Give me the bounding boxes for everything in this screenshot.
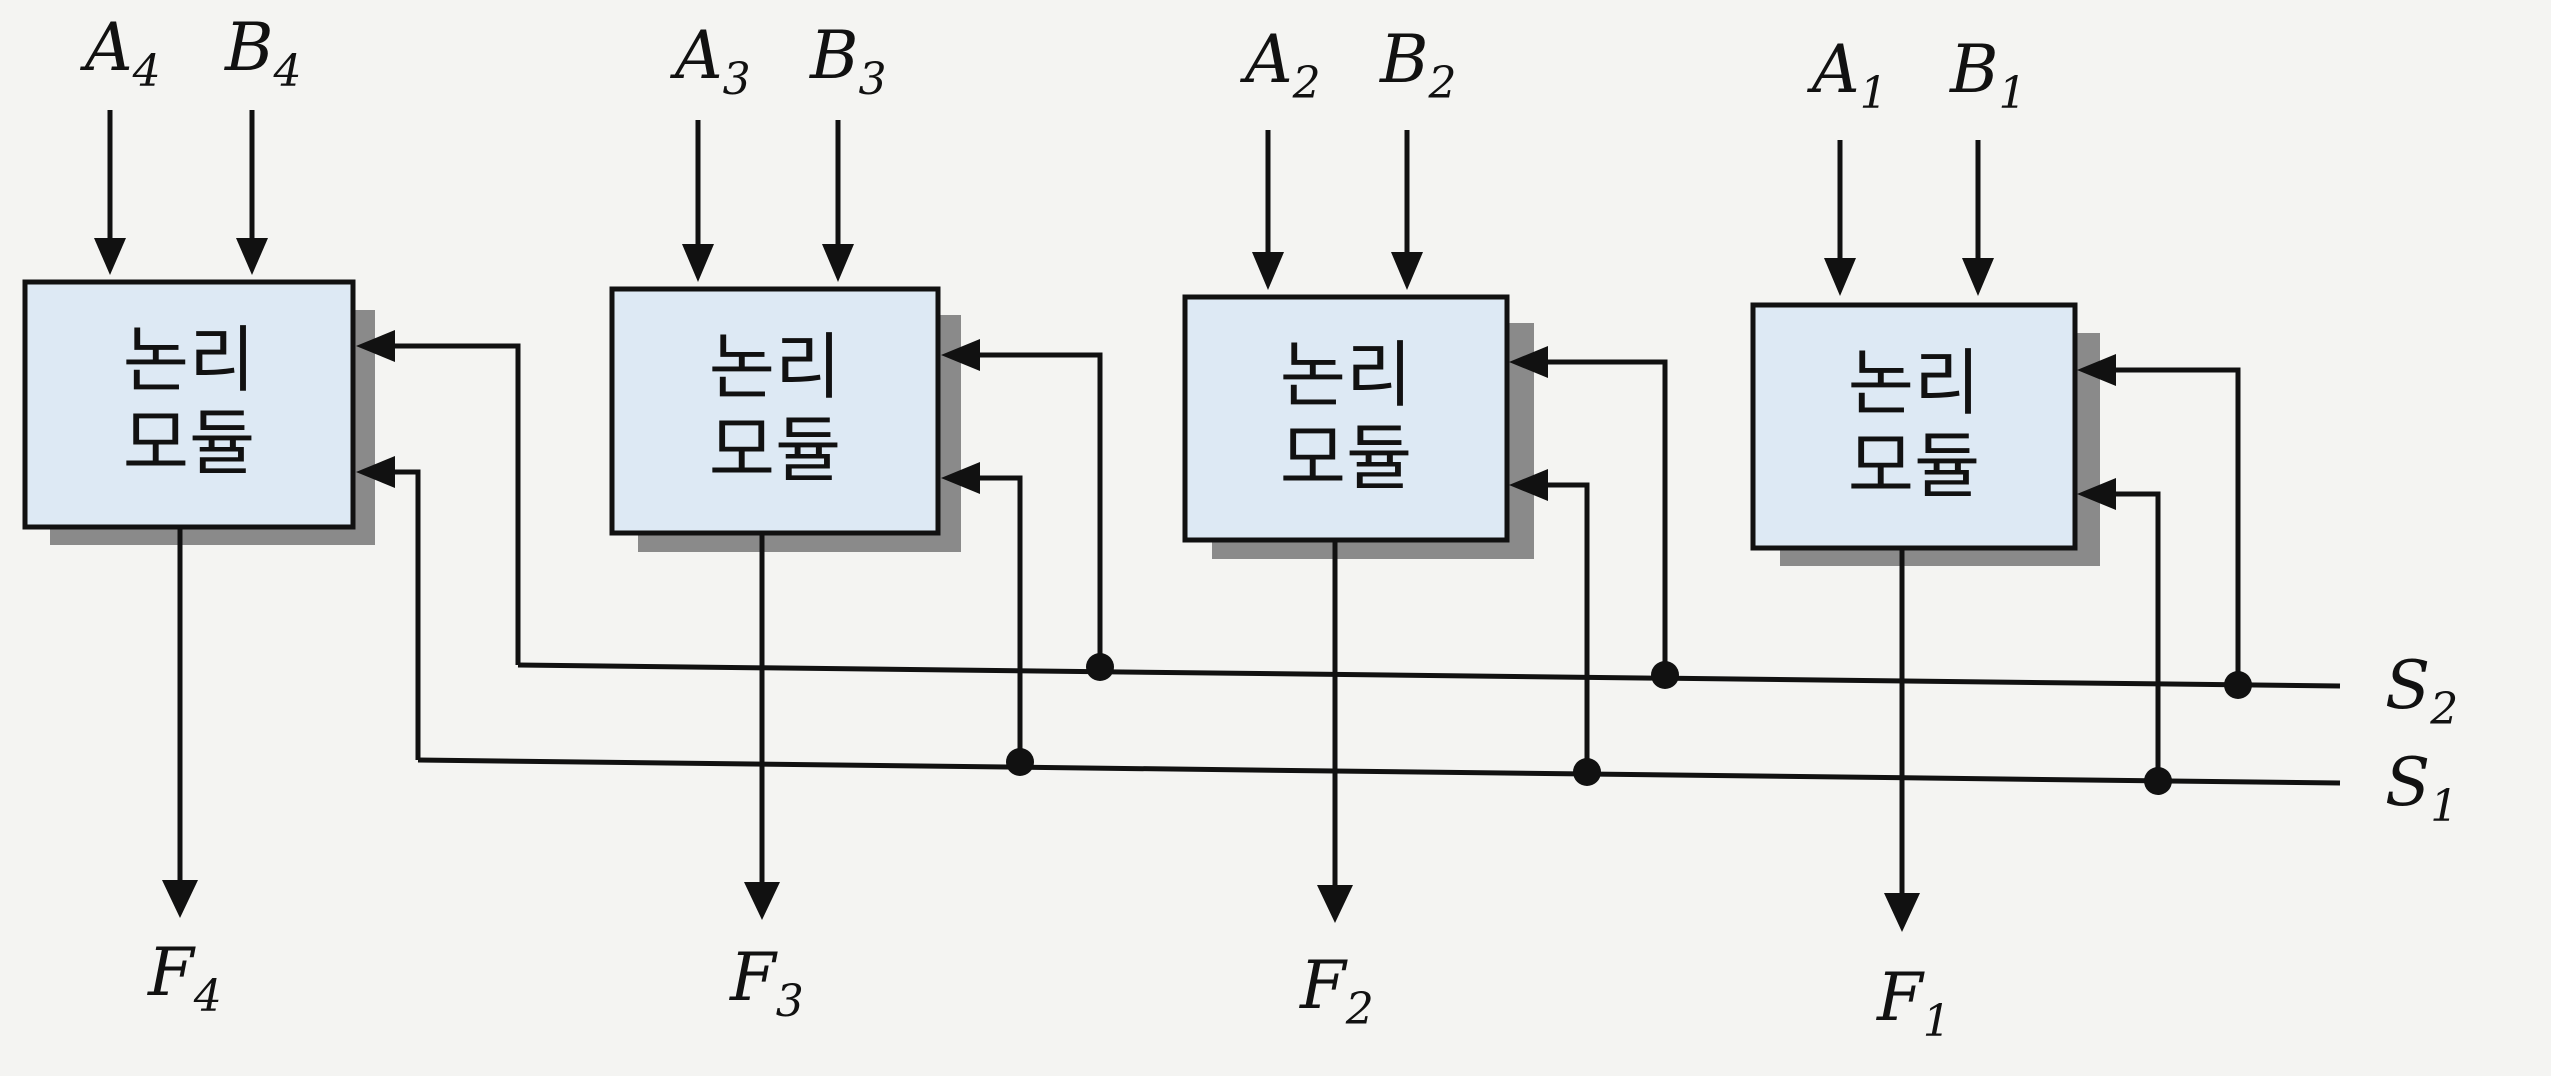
logic-module-4-label-line1: 논리 <box>123 318 255 402</box>
output-f2-arrow <box>1317 885 1353 923</box>
logic-module-4-box <box>22 279 356 530</box>
s2-feed-module-4 <box>395 343 521 665</box>
logic-module-2-label-line2: 모듈 <box>1280 416 1412 500</box>
input-a1-label: A1 <box>1806 31 1888 119</box>
input-b1-arrow <box>1962 258 1994 296</box>
select-bus-s1: S1 <box>356 456 2458 832</box>
s1-feed-module-2 <box>1548 482 1590 772</box>
output-f4-label: F4 <box>147 934 222 1022</box>
logic-module-1-label-line1: 논리 <box>1848 341 1980 425</box>
logic-module-1: A1 B1 논리 모듈 F1 <box>1750 31 2100 1047</box>
s2-arrow-module-3 <box>941 339 980 371</box>
s2-arrow-module-4 <box>356 330 395 362</box>
select-bus-s2: S2 <box>356 330 2458 735</box>
input-a2-arrow <box>1252 252 1284 290</box>
logic-module-3: A3 B3 논리 모듈 F3 <box>609 17 961 1027</box>
output-f2-label: F2 <box>1299 947 1374 1035</box>
s1-bus-wire <box>417 757 2341 786</box>
logic-module-1-box <box>1750 302 2078 551</box>
input-a2-label: A2 <box>1239 21 1321 109</box>
s2-junction-module-1 <box>2224 671 2252 699</box>
input-a1-arrow <box>1824 258 1856 296</box>
s2-feed-module-1 <box>2116 367 2241 685</box>
logic-module-3-label-line1: 논리 <box>709 325 841 409</box>
input-b3-arrow <box>822 244 854 282</box>
logic-module-2-box <box>1182 294 1510 543</box>
output-f3-label: F3 <box>729 939 804 1027</box>
s1-arrow-module-1 <box>2077 478 2116 510</box>
logic-module-1-label-line2: 모듈 <box>1848 424 1980 508</box>
input-b2-label: B2 <box>1379 21 1457 109</box>
s2-feed-module-3 <box>980 352 1103 667</box>
s2-arrow-module-1 <box>2077 354 2116 386</box>
s1-feed-module-3 <box>980 475 1023 762</box>
s1-arrow-module-3 <box>941 462 980 494</box>
s1-feed-module-4 <box>395 469 421 760</box>
input-b4-label: B4 <box>224 9 302 97</box>
input-b4-arrow <box>236 238 268 275</box>
input-b3-label: B3 <box>809 17 887 105</box>
input-b1-label: B1 <box>1949 31 2027 119</box>
s1-junction-module-3 <box>1006 748 1034 776</box>
s2-junction-module-2 <box>1651 661 1679 689</box>
logic-module-3-label-line2: 모듈 <box>709 408 841 492</box>
logic-module-4-label-line2: 모듈 <box>123 401 255 485</box>
s2-arrow-module-2 <box>1509 346 1548 378</box>
s1-label: S1 <box>2385 744 2458 832</box>
logic-module-2-label-line1: 논리 <box>1280 333 1412 417</box>
s2-junction-module-3 <box>1086 653 1114 681</box>
input-a4-label: A4 <box>79 9 161 97</box>
output-f1-arrow <box>1884 893 1920 932</box>
s2-feed-module-2 <box>1548 359 1668 675</box>
output-f1-label: F1 <box>1876 959 1951 1047</box>
output-f3-arrow <box>744 882 780 920</box>
input-b2-arrow <box>1391 252 1423 290</box>
s2-label: S2 <box>2385 647 2458 735</box>
logic-module-3-box <box>609 286 941 536</box>
s1-junction-module-2 <box>1573 758 1601 786</box>
input-a3-label: A3 <box>669 17 751 105</box>
logic-module-2: A2 B2 논리 모듈 F2 <box>1182 21 1534 1035</box>
s1-junction-module-1 <box>2144 767 2172 795</box>
s1-arrow-module-2 <box>1509 469 1548 501</box>
s1-feed-module-1 <box>2116 491 2161 781</box>
s2-bus-wire <box>517 662 2341 689</box>
input-a4-arrow <box>94 238 126 275</box>
output-f4-arrow <box>162 880 198 918</box>
input-a3-arrow <box>682 244 714 282</box>
s1-arrow-module-4 <box>356 456 395 488</box>
logic-module-4: A4 B4 논리 모듈 F4 <box>22 9 375 1022</box>
